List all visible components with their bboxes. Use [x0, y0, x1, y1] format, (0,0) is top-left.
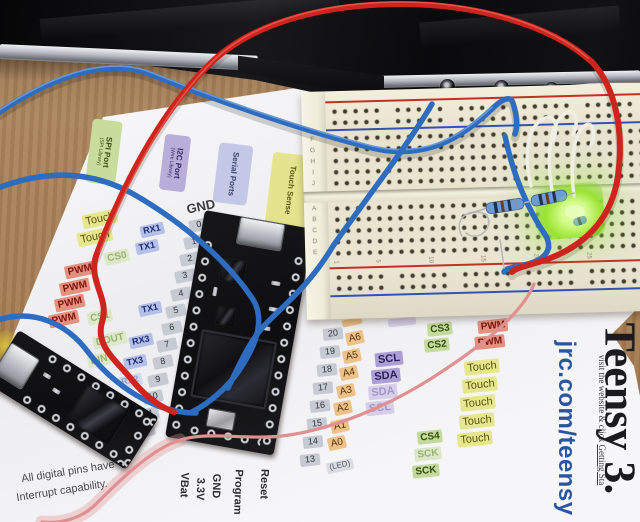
pwm-label: PWM — [58, 277, 92, 297]
serial-alt-label: TX1 — [137, 300, 163, 318]
pjrc-url-text: jrc.com/teensy — [553, 340, 580, 516]
pwm-label: PWM — [53, 293, 87, 313]
pin-number-label: 15 — [306, 417, 328, 431]
analog-label: A6 — [344, 329, 366, 347]
terminal-holes-top — [330, 125, 640, 190]
pin-number-label: 9 — [146, 372, 170, 388]
row-letter: F — [310, 136, 315, 144]
pin-number-label: 20 — [322, 327, 344, 341]
pin-number-label: 19 — [319, 345, 341, 359]
cs-label: CS3 — [426, 321, 454, 337]
touch-label: Touch — [461, 376, 499, 394]
spi-alt-label: CS0 — [103, 247, 131, 267]
led-glow-overlay — [548, 194, 598, 234]
tx1-label: TX1 — [134, 238, 160, 256]
column-number: 1 — [332, 260, 339, 264]
bottom-pin-label: Program — [231, 469, 245, 515]
analog-label: A2 — [332, 399, 354, 417]
passive-component — [268, 306, 279, 313]
bottom-pin-label: VBat — [177, 472, 191, 498]
passive-component — [42, 371, 52, 380]
i2c-label: SCL — [365, 399, 395, 417]
row-letter: I — [312, 169, 315, 177]
cs-label: CS2 — [423, 337, 451, 353]
bottom-pin-label: Reset — [257, 468, 271, 500]
passive-component — [51, 387, 61, 395]
spi-alt-label: DIN — [86, 351, 112, 369]
column-number: 20 — [532, 253, 539, 261]
touch-label: Touch — [463, 358, 501, 376]
column-number: 10 — [427, 256, 434, 264]
analog-label: A4 — [338, 364, 360, 382]
analog-label: A0 — [326, 434, 348, 452]
pin-number-label: 6 — [160, 320, 184, 336]
touch-label: Touch — [81, 208, 119, 230]
row-letter: B — [312, 216, 317, 224]
column-number: 25 — [585, 252, 592, 259]
pin-number-label: 17 — [312, 381, 334, 395]
pin-number-label: 8 — [151, 354, 175, 370]
serial-alt-label: TX3 — [122, 353, 148, 371]
legend-i2c-port: I2C Port (Wire Library) — [158, 133, 192, 193]
column-number: 15 — [479, 254, 486, 262]
pin-number-label: 13 — [299, 453, 321, 467]
row-letter: H — [310, 158, 316, 166]
column-number: 5 — [374, 259, 381, 263]
i2c-label-clipped — [387, 316, 417, 328]
row-letter: C — [312, 227, 318, 235]
touch-label: Touch — [456, 430, 494, 448]
usb-connector — [0, 341, 41, 391]
pin-number-label: 10 — [141, 389, 165, 405]
small-chip — [215, 305, 237, 327]
bottom-pin-label: 3.3V — [193, 477, 207, 501]
pwm-label: PWM — [477, 317, 509, 335]
spi-alt-label: DOUT — [91, 330, 129, 350]
small-chip — [219, 257, 247, 284]
touch-label: Touch — [459, 394, 497, 412]
row-letter: A — [311, 205, 317, 213]
row-letter: D — [312, 238, 318, 246]
passive-component — [261, 325, 271, 332]
sck-label: SCK — [411, 463, 441, 479]
row-letter: G — [309, 147, 316, 155]
serial-alt-label: RX3 — [128, 332, 154, 350]
mcu-chip — [190, 329, 278, 410]
legend-label: Serial Ports — [226, 151, 242, 197]
serial-alt-label: RX2 — [117, 372, 143, 390]
passive-component — [212, 286, 218, 297]
legend-label: Touch Sense — [283, 165, 299, 216]
pin-number-label: 18 — [316, 363, 338, 377]
analog-label: A5 — [341, 347, 363, 365]
pin-number-label: 16 — [309, 399, 331, 413]
cs-label: CS4 — [416, 429, 444, 445]
row-letter: E — [312, 249, 318, 257]
legend-serial-ports: Serial Ports — [212, 142, 254, 206]
analog-label: A3 — [335, 382, 357, 400]
pwm-label: PWM — [474, 333, 506, 351]
pwm-label: PWM — [63, 260, 97, 280]
touch-label: Touch — [458, 412, 496, 430]
rx1-label: RX1 — [139, 221, 165, 239]
spi-alt-label: CS1 — [86, 307, 114, 327]
bottom-pin-label: GND — [209, 473, 223, 499]
led-pin-note: (LED) — [325, 457, 355, 475]
passive-component — [271, 280, 281, 287]
analog-label: A1 — [329, 417, 351, 435]
sck-label: SCK — [413, 446, 443, 462]
i2c-label: SDA — [370, 367, 402, 385]
row-letter: J — [311, 180, 316, 188]
pin-number-label: 7 — [155, 337, 179, 353]
pwm-label: PWM — [47, 309, 81, 329]
i2c-label: SDA — [367, 383, 399, 401]
legend-spi-port: SPI Port (SPI Library) — [85, 118, 123, 186]
i2c-label: SCL — [374, 350, 404, 368]
touch-label: Touch — [76, 226, 114, 248]
pin-number-label: 14 — [302, 435, 324, 449]
pin-number-label: 5 — [164, 303, 188, 319]
